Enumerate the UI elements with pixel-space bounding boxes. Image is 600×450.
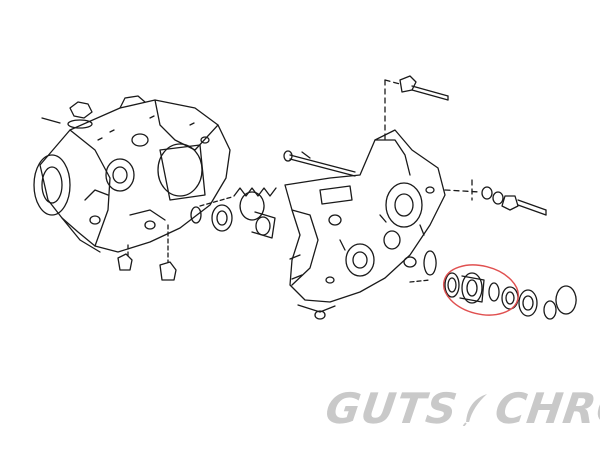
left-crankcase-half	[33, 95, 231, 253]
top-bolt	[384, 75, 449, 141]
highlight-ellipse	[442, 264, 520, 316]
watermark-text-left: GUTS	[322, 384, 461, 433]
bearing-stack	[409, 250, 577, 320]
drain-plug-top	[41, 101, 93, 129]
guts-chrome-watermark: GUTS CHROME	[323, 384, 600, 433]
long-stud	[283, 150, 356, 177]
right-crankcase-half	[284, 129, 446, 320]
drain-plugs-bottom	[117, 224, 177, 281]
feather-icon	[463, 393, 488, 426]
watermark-text-right: CHROME	[492, 384, 600, 433]
side-bolt	[444, 179, 547, 216]
spring-and-bearing	[190, 187, 277, 239]
